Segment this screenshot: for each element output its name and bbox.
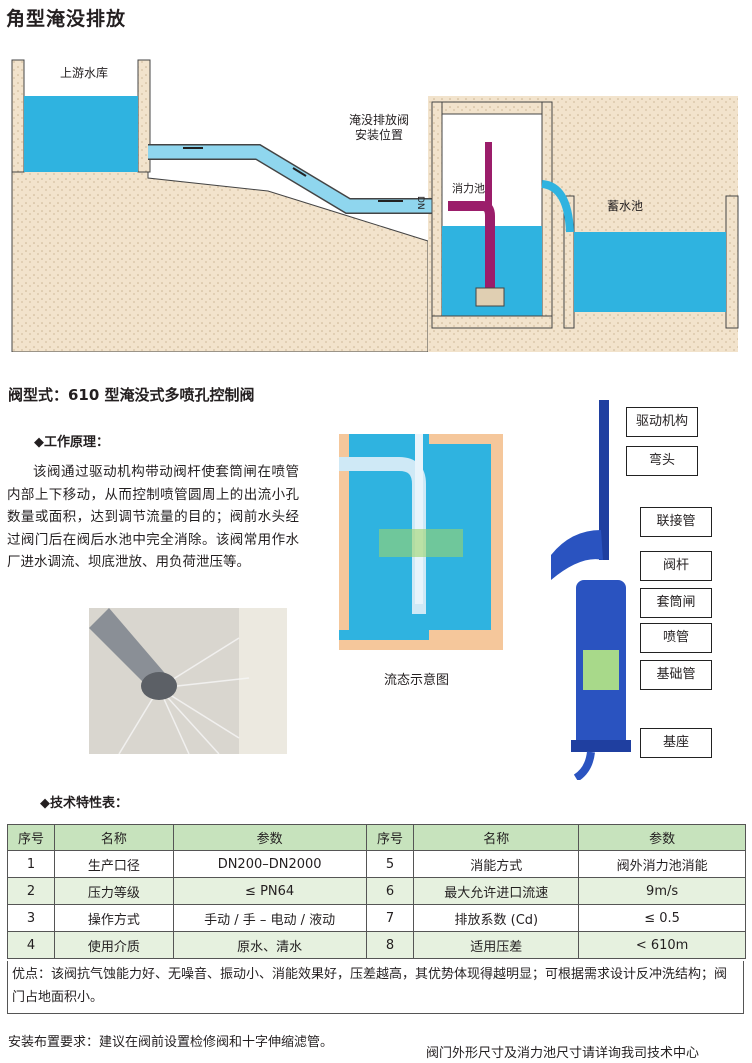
table-cell: 4 [7,931,55,959]
table-header-row: 序号 名称 参数 序号 名称 参数 [7,824,746,851]
table-row: 3 操作方式 手动 / 手 – 电动 / 液动 7 排放系数 (Cd) ≤ 0.… [7,904,746,932]
table-cell: 使用介质 [53,931,174,959]
page-title: 角型淹没排放 [6,8,127,30]
header-cell: 参数 [578,824,746,851]
table-cell: 2 [7,877,55,905]
bottom-note: 阀门外形尺寸及消力池尺寸请详询我司技术中心 [426,1046,700,1061]
principle-heading: ◆工作原理： [34,435,109,450]
table-cell: 3 [7,904,55,932]
table-cell: 最大允许进口流速 [413,877,580,905]
principle-text: 该阀通过驱动机构带动阀杆使套筒闸在喷管内部上下移动，从而控制喷管圆周上的出流小孔… [7,464,299,570]
table-cell: DN200–DN2000 [172,850,367,878]
spec-table: 序号 名称 参数 序号 名称 参数 1 生产口径 DN200–DN2000 5 … [7,824,746,959]
table-cell: 适用压差 [413,931,580,959]
table-cell: 原水、清水 [172,931,367,959]
valve-location-label: 淹没排放阀安装位置 [349,113,410,142]
part-label-sleeve: 套筒闸 [640,588,712,618]
part-label-base-pipe: 基础管 [640,660,712,690]
header-cell: 序号 [365,824,415,851]
table-cell: 生产口径 [53,850,174,878]
table-cell: ≤ PN64 [172,877,367,905]
install-note: 安装布置要求：建议在阀前设置检修阀和十字伸缩滤管。 [8,1035,334,1050]
part-label-drive: 驱动机构 [626,407,698,437]
part-label-nozzle: 喷管 [640,623,712,653]
table-cell: 阀外消力池消能 [578,850,746,878]
flow-caption: 流态示意图 [384,673,450,688]
table-cell: 9m/s [578,877,746,905]
spec-heading: ◆技术特性表： [40,796,128,811]
table-cell: 消能方式 [413,850,580,878]
table-cell: 8 [365,931,415,959]
table-cell: 操作方式 [53,904,174,932]
valve-illustration [551,400,631,780]
advantages-text: 优点：该阀抗气蚀能力好、无噪音、振动小、消能效果好，压差越高，其优势体现得越明显… [7,961,744,1014]
table-cell: 5 [365,850,415,878]
table-cell: 7 [365,904,415,932]
table-cell: 手动 / 手 – 电动 / 液动 [172,904,367,932]
table-cell: 压力等级 [53,877,174,905]
flow-diagram [339,434,503,650]
table-row: 1 生产口径 DN200–DN2000 5 消能方式 阀外消力池消能 [7,850,746,878]
header-cell: 参数 [172,824,367,851]
table-cell: ≤ 0.5 [578,904,746,932]
header-cell: 名称 [413,824,580,851]
header-cell: 名称 [53,824,174,851]
header-cell: 序号 [7,824,55,851]
table-cell: 6 [365,877,415,905]
table-row: 2 压力等级 ≤ PN64 6 最大允许进口流速 9m/s [7,877,746,905]
dn-label: DN [415,196,425,210]
part-label-elbow: 弯头 [626,446,698,476]
part-label-connector: 联接管 [640,507,712,537]
valve-type-heading: 阀型式：610 型淹没式多喷孔控制阀 [8,386,255,404]
table-cell: 排放系数 (Cd) [413,904,580,932]
spray-photo [89,608,287,754]
table-cell: < 610m [578,931,746,959]
storage-pool-label: 蓄水池 [607,199,644,213]
table-cell: 1 [7,850,55,878]
dissipation-pool-label: 消力池 [452,180,485,196]
part-label-stem: 阀杆 [640,551,712,581]
table-row: 4 使用介质 原水、清水 8 适用压差 < 610m [7,931,746,959]
installation-diagram [11,59,739,352]
upstream-label: 上游水库 [60,66,109,80]
part-label-base: 基座 [640,728,712,758]
